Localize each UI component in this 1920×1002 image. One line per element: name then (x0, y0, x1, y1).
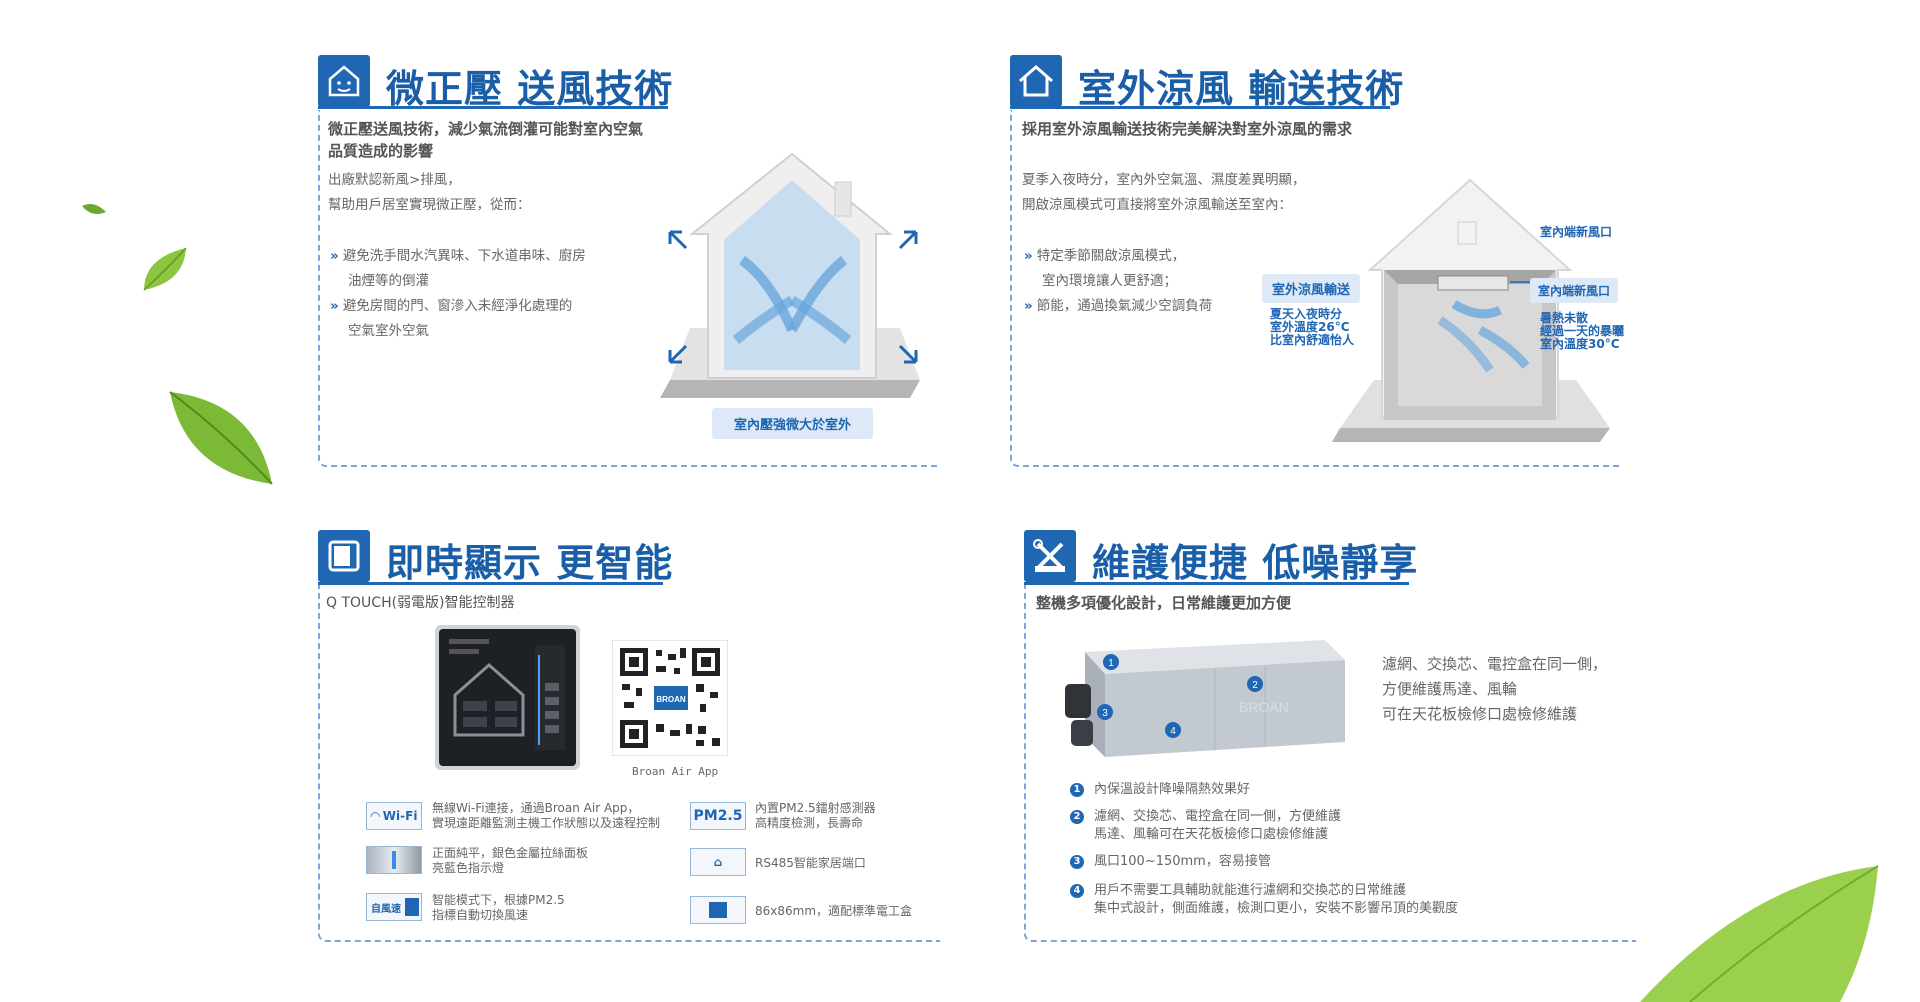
section-subtitle: Q TOUCH(弱電版)智能控制器 (326, 595, 515, 611)
auto-fan-speed-icon: 自風速 (366, 893, 422, 921)
bullet-item: »節能，通過換氣減少空調負荷 (1024, 298, 1213, 314)
qr-logo-text: BROAN (656, 695, 686, 704)
section-subtitle: 整機多項優化設計，日常維護更加方便 (1036, 594, 1292, 612)
section-subtitle: 微正壓送風技術，減少氣流倒灌可能對室內空氣 (328, 120, 644, 138)
double-chevron-icon: » (1024, 298, 1033, 314)
number-badge: 3 (1070, 854, 1084, 869)
tablet-icon (318, 530, 370, 582)
bullet-item-cont: 空氣室外空氣 (348, 323, 429, 339)
section-title: 維護便捷 低噪靜享 (1092, 541, 1419, 585)
section-frame (1024, 578, 1636, 942)
double-chevron-icon: » (1024, 248, 1033, 264)
house-pressure-illustration (660, 152, 920, 398)
leaf-small-icon (82, 204, 106, 214)
feature-panel-text: 正面純平，銀色金屬拉絲面板亮藍色指示燈 (432, 846, 589, 875)
svg-text:2: 2 (1252, 680, 1258, 691)
title-underline (318, 582, 663, 585)
bullet-item: »避免洗手間水汽異味、下水道串味、廚房 (330, 248, 586, 264)
wifi-icon: ◠Wi-Fi (366, 802, 422, 830)
side-note: 濾網、交換芯、電控盒在同一側，方便維護馬達、風輪可在天花板檢修口處檢修維護 (1382, 655, 1608, 723)
feature-pm25-text: 內置PM2.5鐳射感測器高精度檢測，長壽命 (755, 801, 876, 830)
intro-line-2: 開啟涼風模式可直接將室外涼風輸送至室內： (1022, 197, 1292, 213)
double-chevron-icon: » (330, 248, 339, 264)
intro-line-2: 幫助用戶居室實現微正壓，從而： (328, 197, 531, 213)
section-frame (318, 110, 940, 467)
bullet-item-cont: 油煙等的倒灌 (348, 273, 429, 289)
qr-caption: Broan Air App (632, 765, 719, 778)
metal-panel-icon (366, 846, 422, 874)
section-title: 微正壓 送風技術 (386, 67, 674, 111)
leaf-medium-icon (143, 247, 187, 291)
tools-icon (1024, 530, 1076, 582)
number-badge: 2 (1070, 809, 1084, 824)
feature-rs485-text: RS485智能家居端口 (755, 856, 866, 870)
indoor-inlet-label: 室內端新風口 (1530, 278, 1619, 303)
leaf-large-icon (169, 391, 273, 485)
section-frame (1010, 110, 1622, 467)
svg-text:3: 3 (1102, 708, 1108, 719)
indoor-note: 暑熱未散經過一天的暴曬室內溫度30°C (1540, 311, 1625, 351)
bullet-item: »避免房間的門、窗滲入未經淨化處理的 (330, 298, 573, 314)
home-outline-icon (1010, 55, 1062, 107)
leaf-corner-icon (1640, 865, 1879, 1002)
controller-device-image (435, 625, 580, 770)
pm25-icon: PM2.5 (690, 802, 746, 830)
electrical-box-icon (690, 896, 746, 924)
title-underline (318, 106, 668, 109)
feature-size-text: 86x86mm，適配標準電工盒 (755, 904, 913, 918)
svg-text:4: 4 (1170, 726, 1176, 737)
section-frame (318, 578, 940, 942)
intro-line-1: 出廠默認新風>排風， (328, 172, 461, 188)
bullet-item: »特定季節關啟涼風模式， (1024, 248, 1186, 264)
qr-code-image: BROAN (612, 640, 728, 756)
intro-line-1: 夏季入夜時分，室內外空氣溫、濕度差異明顯， (1022, 172, 1306, 188)
unit-logo-text: BROAN (1239, 699, 1289, 715)
section-subtitle-2: 品質造成的影響 (328, 142, 434, 160)
house-cutaway-illustration (1332, 178, 1610, 442)
title-underline (1024, 582, 1409, 585)
pressure-label: 室內壓強微大於室外 (712, 408, 874, 439)
house-face-icon (318, 55, 370, 107)
ventilation-unit-image: BROAN 1 2 3 4 (1065, 640, 1345, 757)
number-badge: 4 (1070, 883, 1084, 898)
section-title: 室外涼風 輸送技術 (1078, 67, 1405, 111)
title-underline (1010, 106, 1390, 109)
indoor-inlet-top-label: 室內端新風口 (1540, 225, 1613, 239)
feature-wifi-text: 無線Wi-Fi連接，通過Broan Air App，實現遠距離監測主機工作狀態以… (432, 801, 661, 830)
number-badge: 1 (1070, 782, 1084, 797)
smart-home-port-icon: ⌂ (690, 848, 746, 876)
outdoor-air-label: 室外涼風輸送 (1262, 274, 1361, 303)
svg-text:1: 1 (1108, 658, 1114, 669)
double-chevron-icon: » (330, 298, 339, 314)
bullet-item-cont: 室內環境讓人更舒適； (1042, 273, 1177, 289)
section-subtitle: 採用室外涼風輸送技術完美解決對室外涼風的需求 (1022, 120, 1353, 138)
wifi-signal-icon: ◠ (370, 809, 380, 823)
section-title: 即時顯示 更智能 (386, 541, 674, 585)
